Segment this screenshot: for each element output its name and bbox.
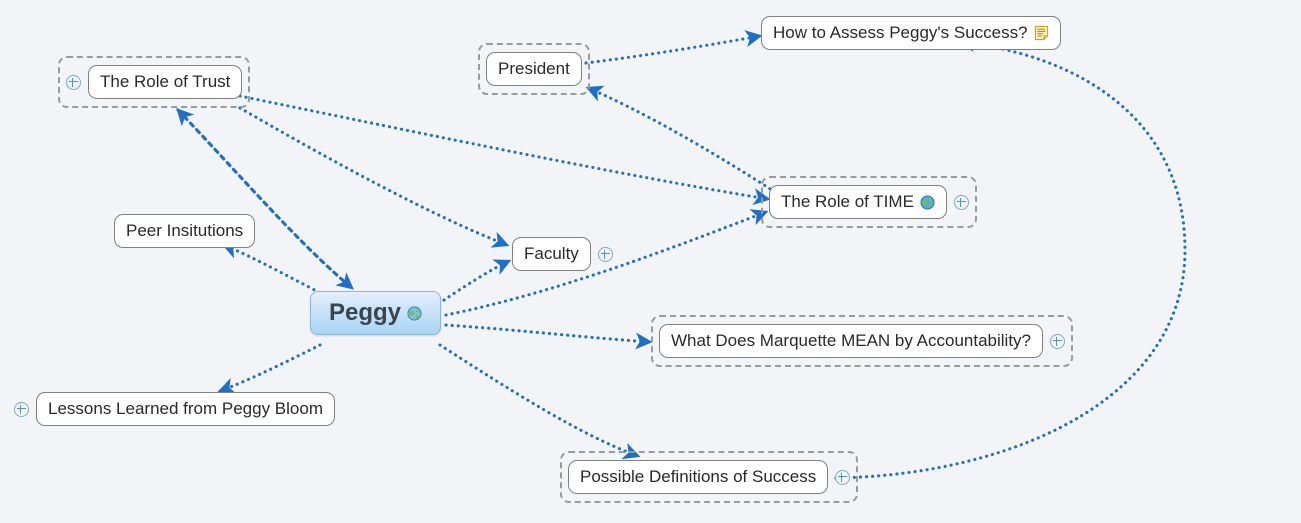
globe-icon[interactable] [920,194,935,210]
node-box[interactable]: President [486,52,582,86]
link-success-assess [834,35,1187,480]
globe-icon[interactable] [407,305,422,321]
node-box[interactable]: How to Assess Peggy's Success? [761,16,1061,50]
node-box[interactable]: Peer Insitutions [114,214,256,248]
expand-icon[interactable] [14,401,29,417]
node-box[interactable]: Lessons Learned from Peggy Bloom [36,392,335,426]
node-the-role-of-time[interactable]: The Role of TIME [761,176,977,228]
node-what-does-marquette-mean-by-accountability[interactable]: What Does Marquette MEAN by Accountabili… [651,315,1073,367]
note-icon[interactable] [1034,25,1049,41]
node-president[interactable]: President [478,43,590,95]
node-box[interactable]: The Role of TIME [769,185,947,219]
node-label: Peggy [329,299,402,326]
node-label: How to Assess Peggy's Success? [773,23,1028,42]
expand-icon[interactable] [1050,333,1065,349]
link-time-president [585,85,777,194]
link-peggy-faculty [442,259,512,302]
node-lessons-learned-from-peggy-bloom[interactable]: Lessons Learned from Peggy Bloom [14,392,335,426]
link-president-assess [584,30,763,65]
node-box[interactable]: What Does Marquette MEAN by Accountabili… [659,324,1043,358]
node-possible-definitions-of-success[interactable]: Possible Definitions of Success [560,451,859,503]
node-peggy-root[interactable]: Peggy [310,291,442,335]
node-peer-insitutions[interactable]: Peer Insitutions [114,214,256,248]
node-label: Lessons Learned from Peggy Bloom [48,399,323,418]
expand-icon[interactable] [835,469,851,485]
node-faculty[interactable]: Faculty [512,237,613,271]
node-box[interactable]: The Role of Trust [88,65,243,99]
link-trust-peggy [176,108,354,290]
expand-icon[interactable] [66,74,81,90]
node-how-to-assess-peggys-success[interactable]: How to Assess Peggy's Success? [761,16,1061,50]
node-box[interactable]: Possible Definitions of Success [568,460,829,494]
node-label: The Role of Trust [100,72,231,91]
node-the-role-of-trust[interactable]: The Role of Trust [58,56,251,108]
node-label: What Does Marquette MEAN by Accountabili… [671,331,1031,350]
link-peggy-lessons [217,343,322,395]
node-label: Faculty [524,244,579,263]
link-peggy-accountability [444,323,653,350]
node-label: President [498,59,570,78]
expand-icon[interactable] [597,246,613,262]
link-trust-faculty [238,106,510,248]
link-trust-time [238,94,771,206]
node-label: The Role of TIME [781,192,914,211]
node-label: Possible Definitions of Success [580,467,817,486]
node-box[interactable]: Faculty [512,237,591,271]
expand-icon[interactable] [953,194,969,210]
node-box[interactable]: Peggy [310,291,442,335]
node-label: Peer Insitutions [126,221,244,240]
link-peggy-success [438,343,641,460]
